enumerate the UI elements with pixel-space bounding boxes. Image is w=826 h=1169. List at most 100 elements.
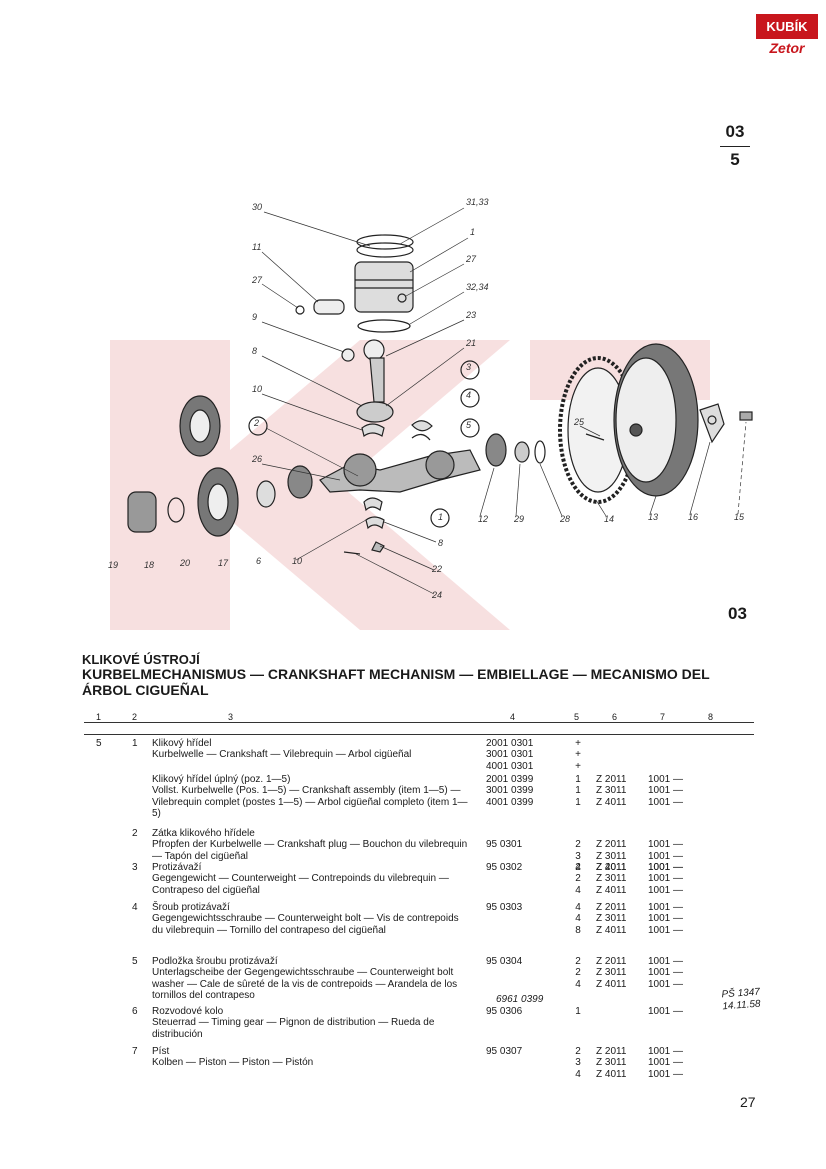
table-cell-c2: 1	[132, 738, 138, 749]
table-cell-c6: Z 2011 Z 3011 Z 4011	[596, 902, 627, 936]
callout-label: 5	[466, 420, 472, 430]
table-cell-c5: 1 1 1	[575, 774, 581, 808]
callout-label: 23	[465, 310, 476, 320]
conrod-shank	[369, 357, 385, 403]
conrod-small-end	[363, 339, 385, 361]
bearing	[485, 433, 507, 467]
table-cell-c7: 1001 — 1001 — 1001 —	[648, 1046, 684, 1080]
table-cell-c4: 95 0304	[486, 956, 523, 967]
lock-plate	[699, 403, 725, 444]
col-header-6: 6	[612, 712, 618, 722]
callout-label: 1	[470, 227, 475, 237]
table-cell-c4: 95 0307	[486, 1046, 523, 1057]
piston	[354, 261, 414, 313]
callout-label: 18	[144, 560, 154, 570]
piston-ring	[356, 242, 414, 258]
table-cell-c3: Podložka šroubu protizávaží Unterlagsche…	[152, 956, 458, 1002]
callout-label: 27	[251, 275, 263, 285]
table-cell-c5: 4 4 8	[575, 902, 581, 936]
table-header-rule	[84, 722, 754, 723]
callout-label: 25	[573, 417, 585, 427]
col-header-3: 3	[228, 712, 234, 722]
callout-label: 21	[465, 338, 476, 348]
callout-label: 26	[251, 454, 262, 464]
callout-label: 8	[438, 538, 443, 548]
callout-label: 8	[252, 346, 257, 356]
table-cell-c4: 95 0303	[486, 902, 523, 913]
table-cell-c3: Rozvodové kolo Steuerrad — Timing gear —…	[152, 1006, 435, 1040]
col-header-7: 7	[660, 712, 666, 722]
figure-code: 03	[725, 122, 745, 141]
table-cell-c3: Zátka klikového hřídele Pfropfen der Kur…	[152, 828, 468, 862]
table-cell-c6: Z 2011 Z 3011 Z 4011	[596, 956, 627, 990]
table-cell-c4: 95 0302	[486, 862, 523, 873]
piston-ring	[356, 234, 414, 250]
callout-label: 16	[688, 512, 698, 522]
table-cell-c3: Šroub protizávaží Gegengewichtsschraube …	[152, 902, 459, 936]
table-cell-c2: 4	[132, 902, 138, 913]
callout-label: 24	[431, 590, 442, 600]
callout-label: 12	[478, 514, 488, 524]
table-cell-c6: Z 2011 Z 3011 Z 4011	[596, 774, 627, 808]
crank-nut	[127, 491, 157, 533]
callout-label: 15	[734, 512, 745, 522]
table-cell-c4: 2001 0399 3001 0399 4001 0399	[486, 774, 534, 808]
callout-label: 14	[604, 514, 614, 524]
col-header-4: 4	[510, 712, 516, 722]
kubik-zetor-logo: KUBÍK Zetor	[756, 14, 818, 56]
table-cell-c2: 7	[132, 1046, 138, 1057]
table-cell-c5: 2 3 4	[575, 839, 581, 874]
table-cell-c4: 2001 0301 3001 0301 4001 0301	[486, 738, 534, 772]
table-cell-c3: Píst Kolben — Piston — Piston — Pistón	[152, 1046, 314, 1069]
bearing-shell	[363, 497, 383, 512]
table-cell-c1: 5	[96, 738, 102, 749]
callout-label: 4	[466, 390, 471, 400]
callout-label: 28	[559, 514, 570, 524]
table-cell-c5: + + +	[575, 738, 581, 772]
table-cell-c6: Z 2011 Z 3011 Z 4011	[596, 839, 627, 874]
callout-label: 10	[292, 556, 302, 566]
callout-label: 29	[513, 514, 524, 524]
piston-ring	[357, 319, 411, 333]
table-cell-c7: 1001 —	[648, 1006, 684, 1017]
table-cell-c7: 1001 — 1001 — 1001 —	[648, 862, 684, 896]
gudgeon-pin	[313, 299, 345, 315]
bearing-shell	[361, 423, 385, 438]
callout-label: 6	[256, 556, 261, 566]
timing-gear	[287, 465, 313, 499]
washer	[256, 480, 276, 508]
table-cell-c5: 2 3 4	[575, 1046, 581, 1080]
table-cell-c7: 1001 — 1001 — 1001 —	[648, 774, 684, 808]
circlip	[295, 305, 305, 315]
table-cell-c3: Klikový hřídel úplný (poz. 1—5) Vollst. …	[152, 774, 468, 820]
table-cell-c2: 6	[132, 1006, 138, 1017]
callout-label: 27	[465, 254, 477, 264]
table-cell-c7: 1001 — 1001 — 1001 —	[648, 956, 684, 990]
callout-label: 22	[431, 564, 442, 574]
table-cell-c3: Klikový hřídel Kurbelwelle — Crankshaft …	[152, 738, 412, 761]
callout-label: 3	[466, 362, 471, 372]
col-header-5: 5	[574, 712, 580, 722]
logo-brand: KUBÍK	[756, 14, 818, 39]
logo-sub: Zetor	[769, 40, 805, 56]
table-cell-c5: 2 2 4	[575, 956, 581, 990]
handwritten-note-partno: 6961 0399	[496, 994, 544, 1005]
table-cell-c7: 1001 — 1001 — 1001 —	[648, 839, 684, 874]
figure-divider	[720, 146, 750, 147]
col-header-1: 1	[96, 712, 102, 722]
callout-label: 10	[252, 384, 262, 394]
flywheel-bolt	[739, 411, 753, 421]
circlip	[397, 293, 407, 303]
table-cell-c3: Protizávaží Gegengewicht — Counterweight…	[152, 862, 449, 896]
section-title-cz: KLIKOVÉ ÚSTROJÍ	[82, 652, 200, 667]
figure-code-bottom: 03	[728, 604, 747, 623]
figure-sub: 5	[730, 150, 740, 169]
table-cell-c5: 1	[575, 1006, 581, 1017]
callout-label: 19	[108, 560, 118, 570]
section-title-multilingual: KURBELMECHANISMUS — CRANKSHAFT MECHANISM…	[82, 666, 710, 698]
table-cell-c4: 95 0301	[486, 839, 523, 851]
callout-label: 2	[253, 418, 259, 428]
table-cell-c6: Z 2011 Z 3011 Z 4011	[596, 1046, 627, 1080]
table-cell-c2: 3	[132, 862, 138, 873]
